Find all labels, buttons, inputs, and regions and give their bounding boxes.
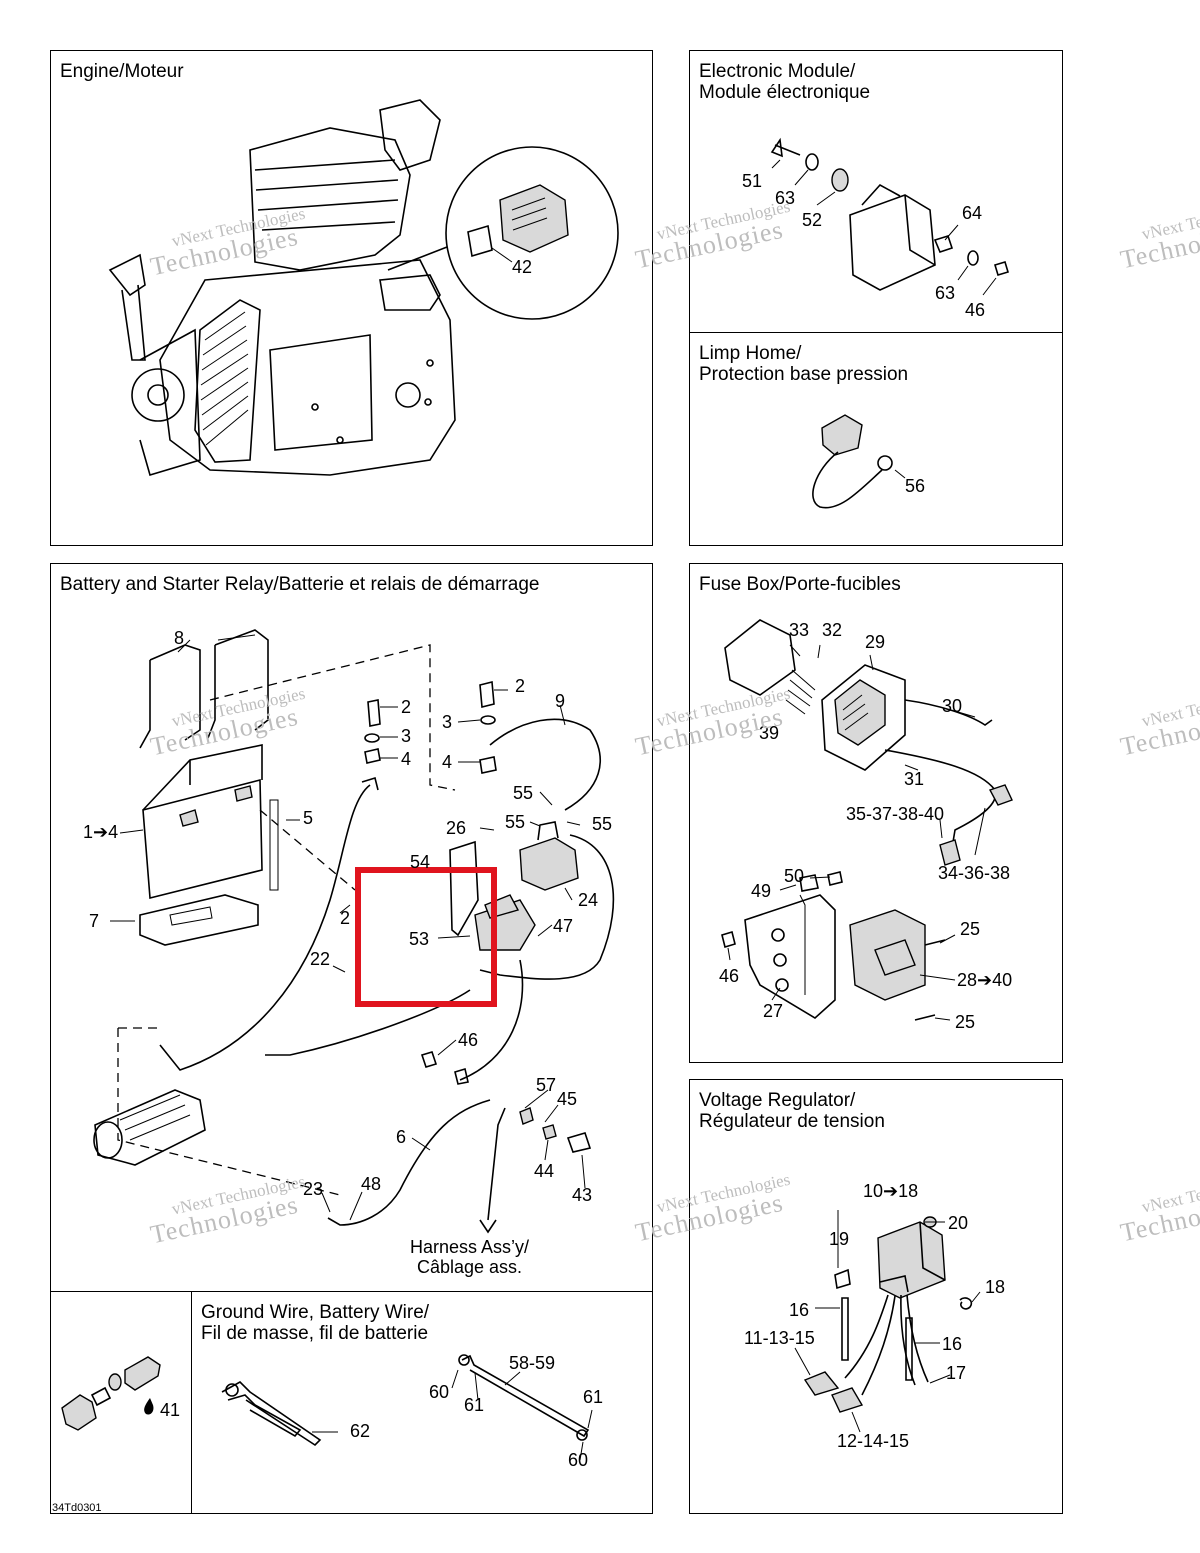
part-label-63a: 63 [775, 188, 796, 208]
engine-drawing [108, 99, 456, 476]
fuse-box-title: Fuse Box/Porte-fucibles [699, 574, 901, 595]
part-label-50: 50 [784, 866, 805, 886]
part-label-45: 45 [557, 1089, 578, 1109]
part-label-54: 54 [410, 852, 431, 872]
part-label-3b: 3 [442, 712, 453, 732]
part-label-32: 32 [822, 620, 843, 640]
ground-wire-title: Ground Wire, Battery Wire/ Fil de masse,… [201, 1302, 430, 1344]
part-label-3a: 3 [401, 726, 412, 746]
part-label-42: 42 [512, 257, 533, 277]
part-label-49: 49 [751, 881, 772, 901]
part-label-18: 18 [985, 1277, 1006, 1297]
part-label-60b: 60 [568, 1450, 589, 1470]
engine-panel-title: Engine/Moteur [60, 61, 184, 82]
part-label-17: 17 [946, 1363, 967, 1383]
fuse-box-panel: Fuse Box/Porte-fucibles [689, 563, 1063, 1063]
part-label-10-18: 10➔18 [863, 1181, 919, 1201]
part-label-56: 56 [905, 476, 926, 496]
part-label-58-59: 58-59 [509, 1353, 556, 1373]
part-label-64: 64 [962, 203, 983, 223]
electronic-module-panel: Electronic Module/ Module électronique [689, 50, 1063, 334]
part-label-16a: 16 [789, 1300, 810, 1320]
part-label-51: 51 [742, 171, 763, 191]
part-label-46c: 46 [719, 966, 740, 986]
part-label-53: 53 [409, 929, 430, 949]
part-label-16b: 16 [942, 1334, 963, 1354]
part-label-61a: 61 [464, 1395, 485, 1415]
part-label-1-4: 1➔4 [83, 822, 119, 842]
part-label-44: 44 [534, 1161, 555, 1181]
part-label-7: 7 [89, 911, 100, 931]
part-label-60a: 60 [429, 1382, 450, 1402]
part-label-9: 9 [555, 691, 566, 711]
part-label-43: 43 [572, 1185, 593, 1205]
drawing-code: 34Td0301 [52, 1502, 102, 1514]
battery-panel-title: Battery and Starter Relay/Batterie et re… [60, 574, 540, 595]
part-label-35-37-38-40: 35-37-38-40 [846, 804, 945, 824]
part-label-47: 47 [553, 916, 574, 936]
highlight-box [355, 867, 497, 1007]
part-label-62: 62 [350, 1421, 371, 1441]
part-label-41: 41 [160, 1400, 181, 1420]
part-label-55b: 55 [505, 812, 526, 832]
part-label-39: 39 [759, 723, 780, 743]
part-label-12-14-15: 12-14-15 [837, 1431, 910, 1451]
part-label-30: 30 [942, 696, 963, 716]
part-label-27: 27 [763, 1001, 784, 1021]
part-label-31: 31 [904, 769, 925, 789]
part-label-52: 52 [802, 210, 823, 230]
voltage-regulator-panel: Voltage Regulator/ Régulateur de tension [689, 1079, 1063, 1514]
ground-wire-panel: Ground Wire, Battery Wire/ Fil de masse,… [191, 1291, 653, 1514]
part-label-48: 48 [361, 1174, 382, 1194]
part-label-2b: 2 [515, 676, 526, 696]
connector-42-callout [387, 146, 619, 320]
part-label-25a: 25 [960, 919, 981, 939]
part-label-19: 19 [829, 1229, 850, 1249]
part-label-11-13-15: 11-13-15 [744, 1328, 815, 1348]
part-label-55a: 55 [513, 783, 534, 803]
part-label-23: 23 [303, 1179, 324, 1199]
part-label-20: 20 [948, 1213, 969, 1233]
part-label-46a: 46 [965, 300, 986, 320]
part-label-5: 5 [303, 808, 314, 828]
part-label-57: 57 [536, 1075, 557, 1095]
part-label-6: 6 [396, 1127, 407, 1147]
part-label-4a: 4 [401, 749, 412, 769]
limp-home-panel: Limp Home/ Protection base pression [689, 332, 1063, 546]
part-label-61b: 61 [583, 1387, 604, 1407]
part-label-2c: 2 [340, 908, 351, 928]
part-label-63b: 63 [935, 283, 956, 303]
part-label-55c: 55 [592, 814, 613, 834]
part-label-25b: 25 [955, 1012, 976, 1032]
part-label-34-36-38: 34-36-38 [938, 863, 1011, 883]
part-label-26: 26 [446, 818, 467, 838]
part-label-4b: 4 [442, 752, 453, 772]
voltage-regulator-title: Voltage Regulator/ Régulateur de tension [699, 1090, 885, 1132]
part-label-22: 22 [310, 949, 331, 969]
electronic-module-title: Electronic Module/ Module électronique [699, 61, 871, 103]
part-label-28-40: 28➔40 [957, 970, 1013, 990]
part-label-2a: 2 [401, 697, 412, 717]
part-label-46b: 46 [458, 1030, 479, 1050]
part-label-29: 29 [865, 632, 886, 652]
part-label-8: 8 [174, 628, 185, 648]
part-label-24: 24 [578, 890, 599, 910]
harness-assy-label: Harness Ass’y/ Câblage ass. [410, 1237, 530, 1277]
part-label-33: 33 [789, 620, 810, 640]
limp-home-title: Limp Home/ Protection base pression [699, 343, 909, 385]
